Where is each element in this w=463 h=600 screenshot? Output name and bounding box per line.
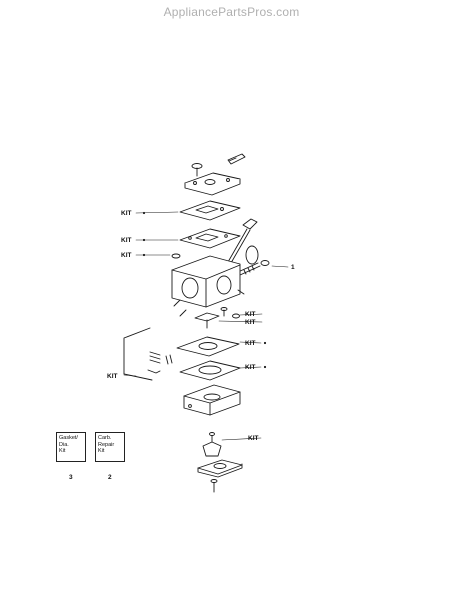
kit-callout-9: KIT (248, 435, 259, 442)
box-line: Kit (98, 448, 105, 454)
kit-callout-2: KIT (121, 237, 132, 244)
box-line: Gasket/ (59, 435, 78, 441)
metering-cover-part (183, 384, 241, 416)
kit-callout-1: KIT (121, 210, 132, 217)
body-screw-part (179, 307, 228, 317)
part-number-callout-1: 1 (291, 264, 295, 271)
idle-screw-part (237, 260, 270, 276)
kit-callout-3: KIT (121, 252, 132, 259)
kit-bracket-lines (123, 327, 153, 381)
metering-gasket-part (176, 336, 240, 357)
kit-callout-5: KIT (245, 319, 256, 326)
inlet-needle-part (194, 312, 220, 329)
box-line: Kit (59, 448, 66, 454)
kit-callout-7: KIT (245, 364, 256, 371)
top-screw-part (191, 153, 246, 177)
box-line: Repair (98, 441, 115, 448)
diaphragm-upper-part (179, 200, 241, 221)
top-cover-plate-part (184, 172, 241, 196)
throttle-shaft-part (227, 218, 259, 265)
kit-callout-6: KIT (245, 340, 256, 347)
box-line: Dia. (59, 441, 69, 448)
leader-lines (123, 211, 289, 441)
gasket-upper-part (179, 228, 241, 249)
site-watermark: AppliancePartsPros.com (163, 5, 300, 19)
kit-bullets (142, 211, 267, 369)
spring-set-part (147, 351, 173, 374)
metering-diaphragm-part (179, 360, 241, 381)
kit-callout-4: KIT (245, 311, 256, 318)
kit-washer-part (232, 313, 240, 319)
bottom-fitting-part (197, 459, 243, 493)
gasket-dia-kit-box: Gasket/ Dia. Kit (56, 432, 86, 462)
small-ring-part (171, 253, 181, 259)
carb-repair-kit-number: 2 (108, 474, 112, 481)
gasket-dia-kit-number: 3 (69, 474, 73, 481)
carb-repair-kit-box: Carb. Repair Kit (95, 432, 125, 462)
box-line: Carb. (98, 435, 112, 441)
fuel-filter-part (202, 432, 222, 457)
kit-callout-8: KIT (107, 373, 118, 380)
carburetor-body-part (171, 255, 245, 308)
